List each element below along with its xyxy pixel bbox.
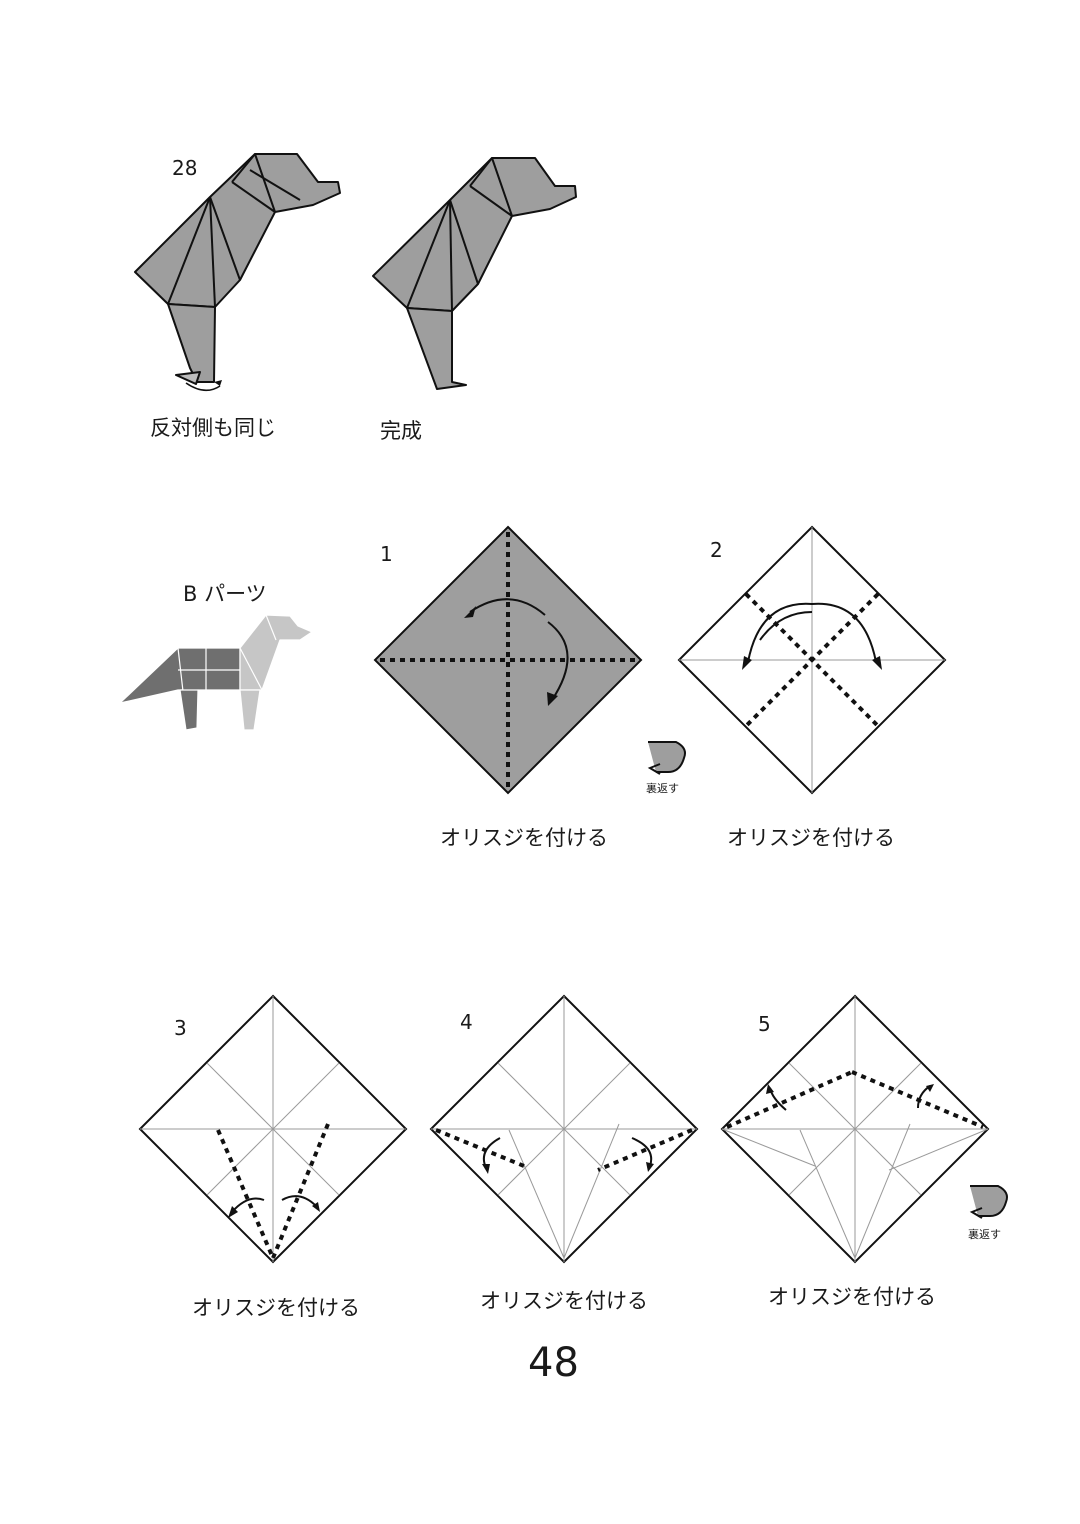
step-5-diagram: [720, 994, 990, 1264]
step-3-number: 3: [174, 1016, 187, 1040]
step-5-number: 5: [758, 1012, 771, 1036]
step-1-caption: オリスジを付ける: [440, 826, 608, 850]
step-2-caption: オリスジを付ける: [727, 826, 895, 850]
turn-over-label-1: 裏返す: [646, 782, 679, 795]
turn-over-icon: [647, 741, 686, 775]
step-5-caption: オリスジを付ける: [768, 1285, 936, 1309]
part-b-title: B パーツ: [183, 582, 267, 606]
step-28-caption: 反対側も同じ: [150, 416, 276, 440]
step-28-number: 28: [172, 156, 198, 180]
step-4-caption: オリスジを付ける: [480, 1289, 648, 1313]
step-4-number: 4: [460, 1010, 473, 1034]
step-2-diagram: [677, 525, 947, 795]
step-1-diagram: [373, 525, 643, 795]
step-3-diagram: [138, 994, 408, 1264]
completed-caption: 完成: [380, 419, 422, 443]
step-4-diagram: [429, 994, 699, 1264]
page-number: 48: [528, 1340, 579, 1386]
part-b-dog-figure: [119, 614, 313, 731]
step-3-caption: オリスジを付ける: [192, 1296, 360, 1320]
turn-over-icon: [969, 1185, 1008, 1219]
step-28-dog-figure: [134, 153, 341, 392]
step-2-number: 2: [710, 538, 723, 562]
step-1-number: 1: [380, 542, 393, 566]
turn-over-label-5: 裏返す: [968, 1228, 1001, 1241]
completed-dog-figure: [372, 157, 577, 390]
